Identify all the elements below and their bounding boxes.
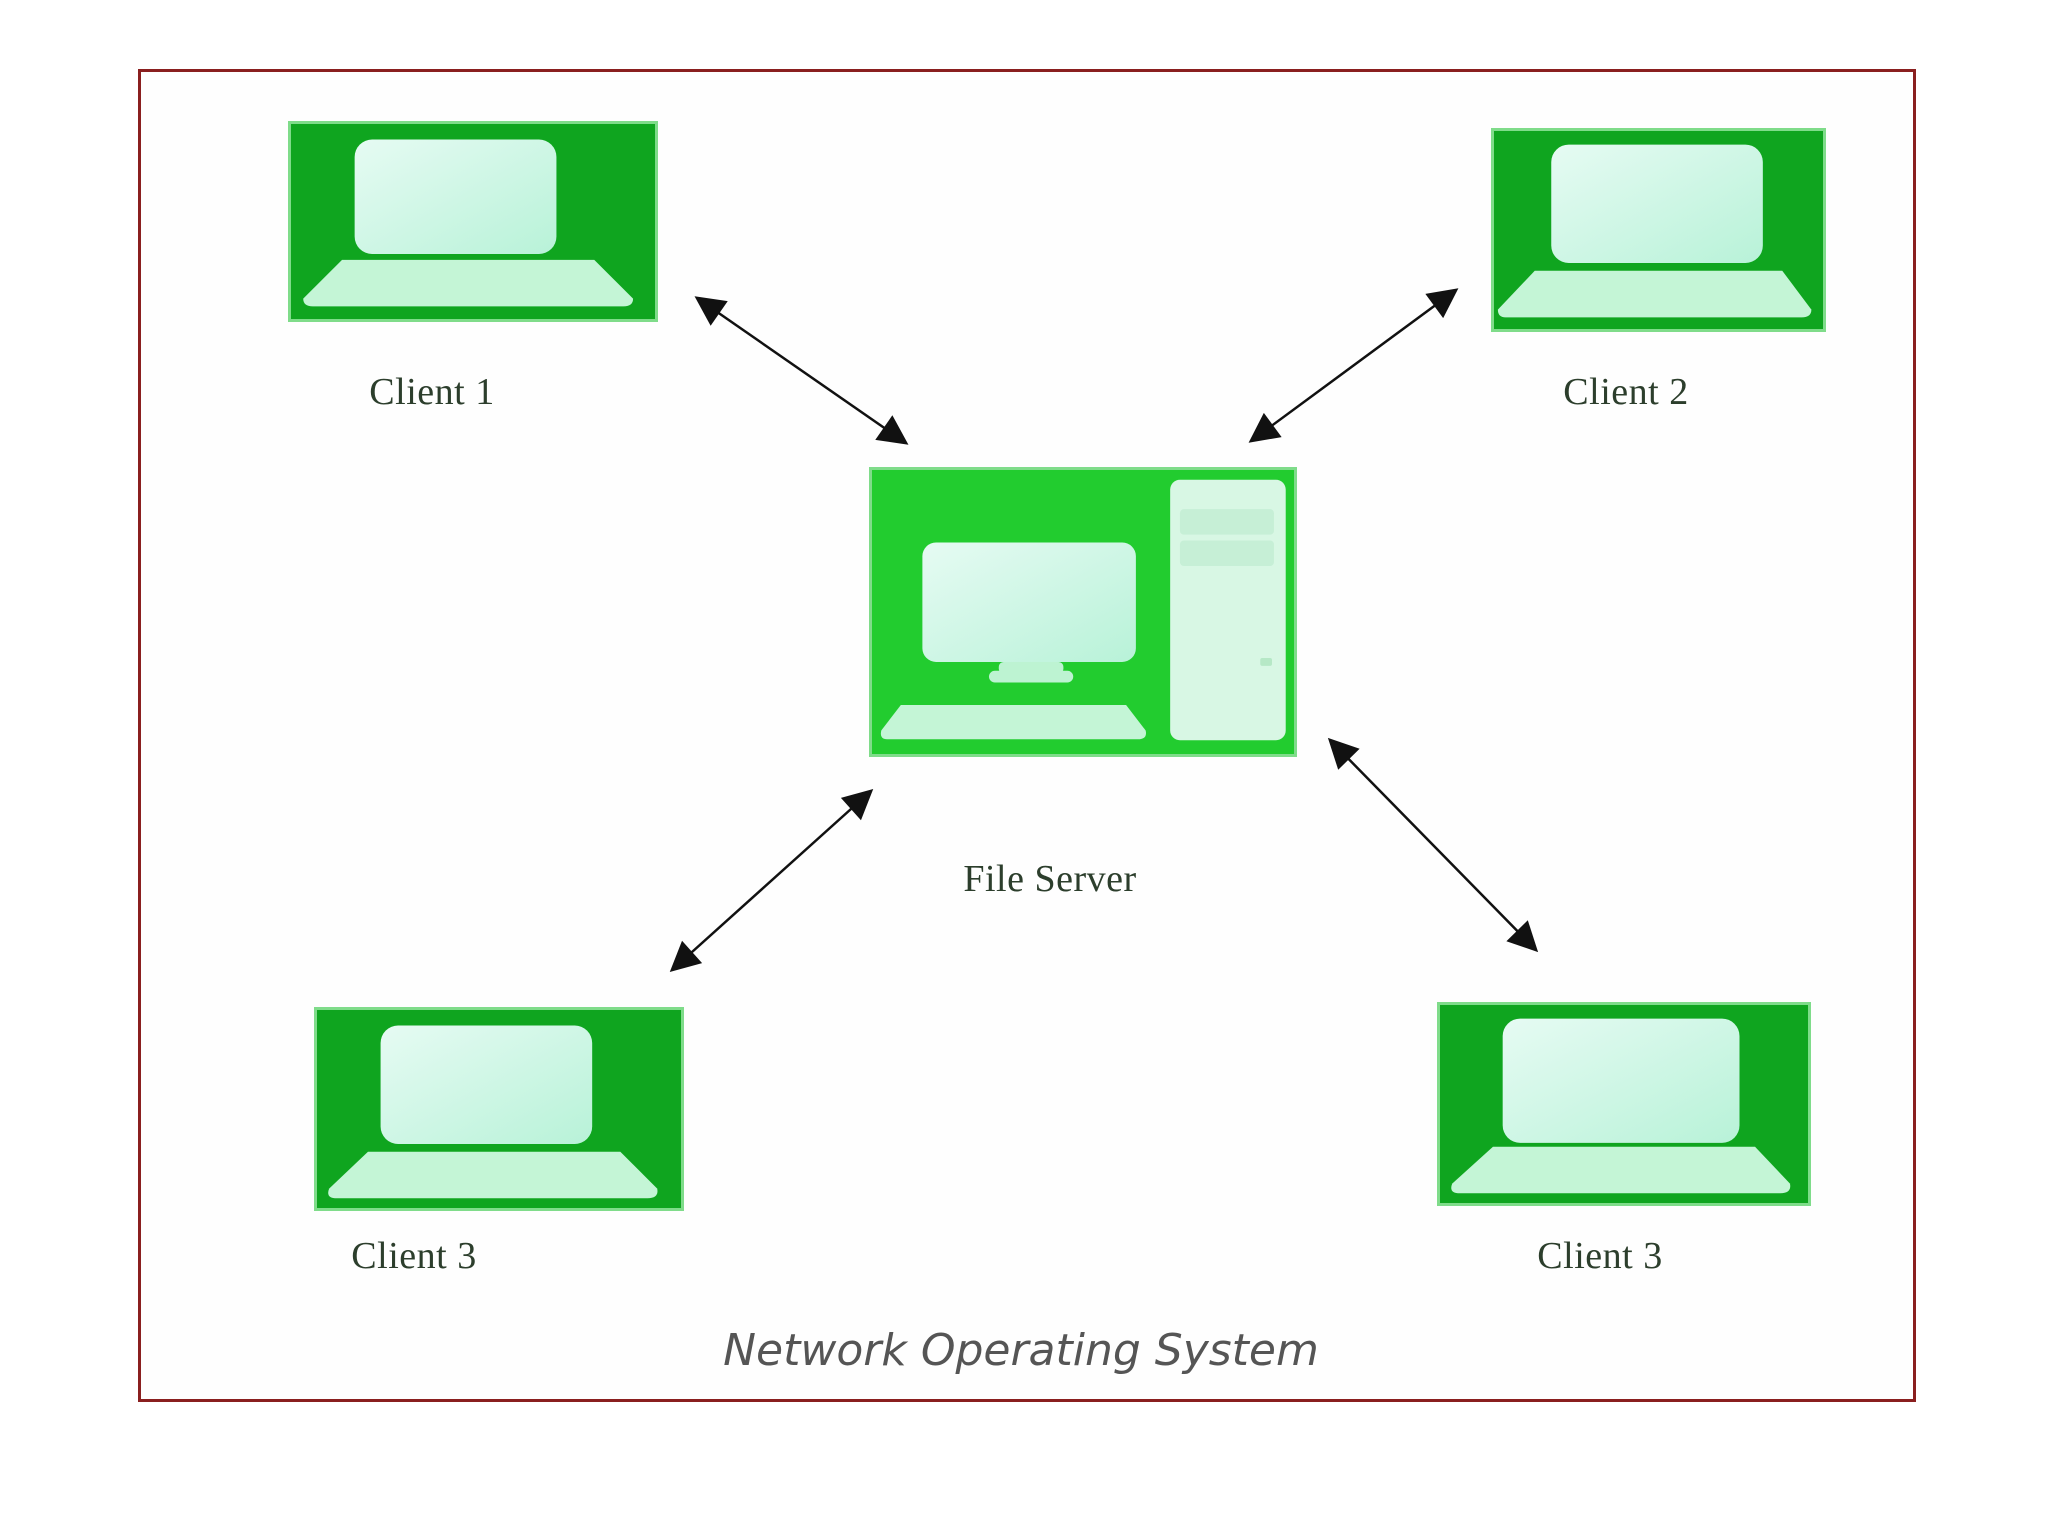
laptop-icon xyxy=(328,1025,658,1199)
desktop-computer-icon xyxy=(880,479,1286,741)
diagram-caption: Network Operating System xyxy=(723,1325,1319,1376)
client-2-label: Client 2 xyxy=(1563,371,1689,413)
client-3-left-label: Client 3 xyxy=(351,1235,477,1277)
client-1-label: Client 1 xyxy=(369,371,495,413)
client-3-right-label: Client 3 xyxy=(1537,1235,1663,1277)
client-3-left-laptop xyxy=(314,1007,684,1211)
laptop-icon xyxy=(1451,1018,1791,1194)
file-server-label: File Server xyxy=(963,858,1137,900)
laptop-icon xyxy=(303,139,634,307)
client-1-laptop xyxy=(288,121,658,322)
client-2-laptop xyxy=(1491,128,1826,332)
file-server xyxy=(869,467,1297,757)
client-3-right-laptop xyxy=(1437,1002,1811,1206)
laptop-icon xyxy=(1497,144,1812,318)
